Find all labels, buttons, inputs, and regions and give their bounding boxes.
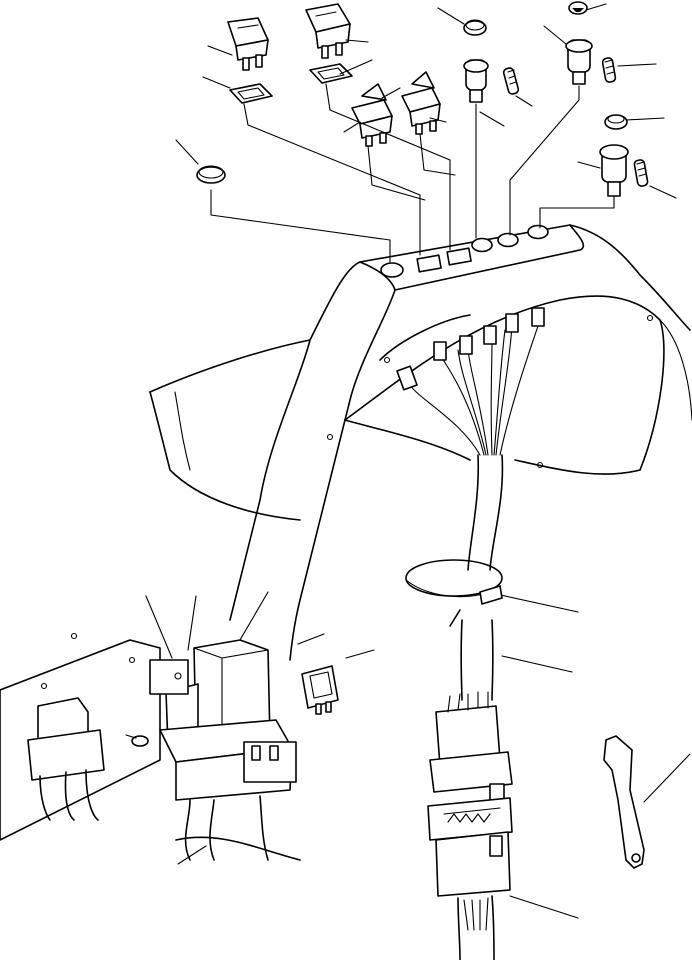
switch-bezel-left	[229, 83, 273, 104]
indicator-lamp-cap-1	[463, 19, 487, 36]
toggle-switch-a	[351, 83, 393, 147]
lamp-bulb-3	[633, 159, 649, 187]
indicator-lamp-cap-3	[604, 114, 628, 130]
rocker-switch-center	[305, 3, 351, 59]
cable-tie	[405, 559, 503, 627]
indicator-lamp-cap-2	[568, 1, 588, 15]
connector-upper	[429, 691, 513, 803]
relay-base	[159, 719, 301, 861]
wire-bundle-bottom	[457, 895, 495, 960]
dashboard-panel	[149, 224, 692, 661]
toggle-switch-b	[401, 71, 441, 135]
leader-lines	[145, 3, 691, 919]
connector-lower	[427, 797, 513, 897]
plug-cap	[196, 165, 226, 184]
indicator-lamp-1	[463, 59, 489, 103]
blade-fuse	[301, 665, 339, 715]
assembly-guide-lines	[210, 83, 615, 263]
indicator-lamp-2	[565, 39, 593, 85]
wire-harness	[396, 307, 545, 701]
switch-bezel-center	[309, 63, 353, 84]
lamp-bulb-1	[502, 67, 520, 95]
mounting-screw	[125, 734, 149, 747]
indicator-lamp-3	[599, 144, 629, 197]
lamp-bulb-2	[601, 57, 617, 83]
ground-terminal	[603, 735, 645, 869]
rocker-switch-left	[227, 17, 269, 71]
relay-small	[27, 697, 105, 821]
